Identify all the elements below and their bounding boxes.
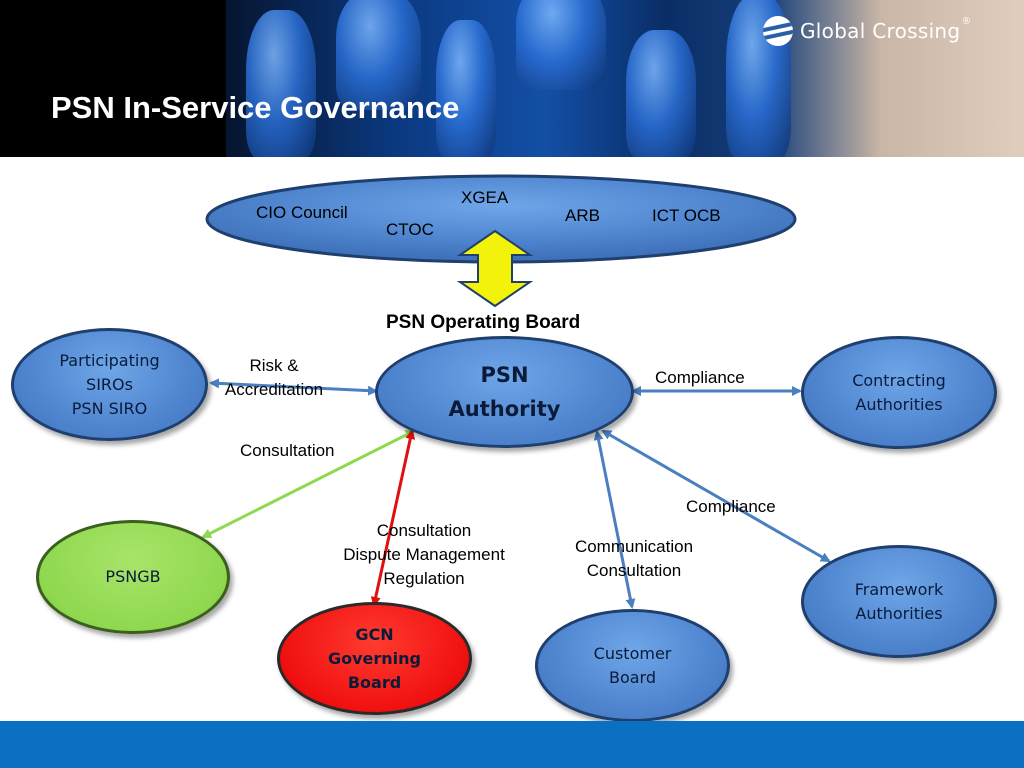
header-banner: PSN In-Service Governance Global Crossin… [0,0,1024,157]
double-arrow-icon [456,229,534,308]
gcn-line-2: Governing [327,648,421,668]
participating-siros-line-3: PSN SIRO [71,398,148,418]
logo-trademark: ® [961,16,972,27]
arrow-authority-gcn [370,429,416,607]
arb-label: ARB [565,206,600,225]
page-title: PSN In-Service Governance [51,90,460,125]
psn-authority-node: PSN Authority [375,336,634,448]
gcn-edge-line-3: Regulation [383,569,465,588]
framework-line-2: Authorities [855,603,943,623]
operating-board-label: PSN Operating Board [386,312,581,333]
ctoc-label: CTOC [386,220,434,239]
compliance-framework-label: Compliance [686,497,776,516]
customer-board-node: Customer Board [535,609,730,722]
framework-line-1: Framework [854,579,944,599]
contracting-line-1: Contracting [852,370,946,390]
risk-accreditation-label: Risk & Accreditation [214,354,334,402]
risk-line-2: Accreditation [224,380,324,399]
psngb-node: PSNGB [36,520,230,634]
psngb-label: PSNGB [105,567,161,586]
customer-board-line-2: Board [608,667,657,687]
ict-ocb-label: ICT OCB [652,206,721,225]
customer-edge-labels: Communication Consultation [559,535,709,583]
gcn-line-3: Board [347,672,402,692]
participating-siros-line-2: SIROs [86,374,133,394]
footer-bar [0,721,1024,768]
participating-siros-line-1: Participating [59,350,160,370]
gcn-edge-labels: Consultation Dispute Management Regulati… [324,519,524,591]
gcn-edge-line-1: Consultation [376,521,472,540]
arrow-siros-authority [209,378,378,396]
framework-authorities-node: Framework Authorities [801,545,997,658]
gcn-governing-board-node: GCN Governing Board [277,602,472,715]
consultation-psngb-label: Consultation [240,441,335,460]
logo-text: Global Crossing [800,19,961,43]
risk-line-1: Risk & [249,356,299,375]
contracting-line-2: Authorities [855,394,943,414]
globe-icon [763,16,793,46]
global-crossing-logo: Global Crossing ® [763,16,972,46]
participating-siros-node: Participating SIROs PSN SIRO [11,328,208,441]
compliance-contracting-label: Compliance [655,368,745,387]
xgea-label: XGEA [461,188,509,207]
contracting-authorities-node: Contracting Authorities [801,336,997,449]
gcn-line-1: GCN [355,624,394,644]
customer-board-line-1: Customer [593,643,672,663]
customer-edge-line-1: Communication [574,537,694,556]
cio-council-label: CIO Council [256,203,348,222]
arrow-authority-framework [601,429,831,563]
gcn-edge-line-2: Dispute Management [343,545,505,564]
psn-authority-line-2: Authority [448,397,561,421]
psn-authority-line-1: PSN [480,363,529,387]
chess-pieces-image [226,0,1024,157]
customer-edge-line-2: Consultation [586,561,682,580]
